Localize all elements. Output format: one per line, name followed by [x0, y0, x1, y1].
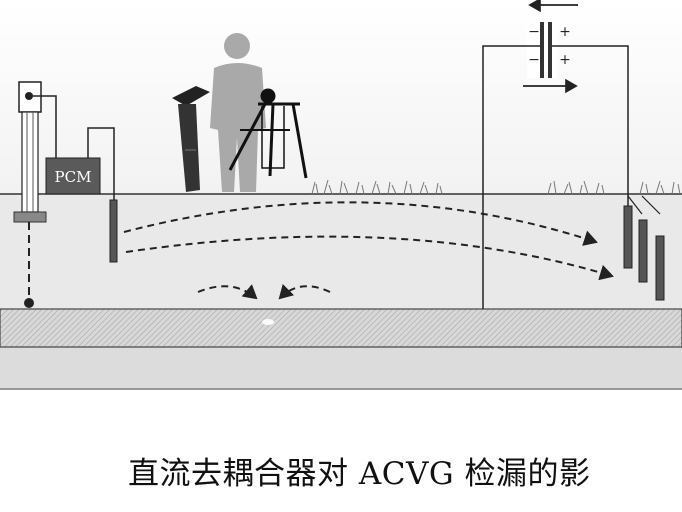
- flow-path-upper: [123, 201, 598, 246]
- operator-figure: [210, 33, 266, 192]
- flow-path-lower: [125, 235, 614, 281]
- pcm-wire-right: [87, 127, 115, 200]
- flow-to-defect-right: [278, 283, 331, 300]
- pipeline: [0, 308, 682, 348]
- figure-caption: 直流去耦合器对 ACVG 检漏的影: [128, 456, 591, 492]
- grass-left: [311, 179, 443, 195]
- anode-3: [655, 235, 665, 301]
- acvg-diagram: PCM − + − +: [0, 0, 682, 390]
- capacitor-plate-right: [548, 22, 552, 78]
- coating-defect: [262, 319, 274, 325]
- capacitor-plate-left: [540, 22, 544, 78]
- pcm-label: PCM: [55, 168, 92, 186]
- sign-top-right: +: [559, 24, 571, 40]
- flow-to-defect-left: [197, 284, 258, 300]
- anode-bed: [623, 195, 665, 301]
- a-frame: [228, 88, 308, 179]
- anode-2: [638, 219, 648, 283]
- anode-1: [623, 205, 633, 269]
- sign-bottom-left: −: [528, 52, 540, 68]
- decoupler-circuit: − + − +: [482, 0, 629, 309]
- lower-soil-band: [0, 346, 682, 390]
- grass-right: [547, 180, 681, 195]
- ground-rod: [109, 199, 118, 263]
- sign-bottom-right: +: [559, 52, 571, 68]
- receiver-unit: [172, 86, 210, 192]
- current-flow-paths: [123, 201, 614, 300]
- test-post: [13, 81, 47, 308]
- sky-background: [0, 0, 682, 195]
- pcm-transmitter: PCM: [45, 157, 101, 195]
- pcm-wire-left: [33, 95, 57, 158]
- sign-top-left: −: [528, 24, 540, 40]
